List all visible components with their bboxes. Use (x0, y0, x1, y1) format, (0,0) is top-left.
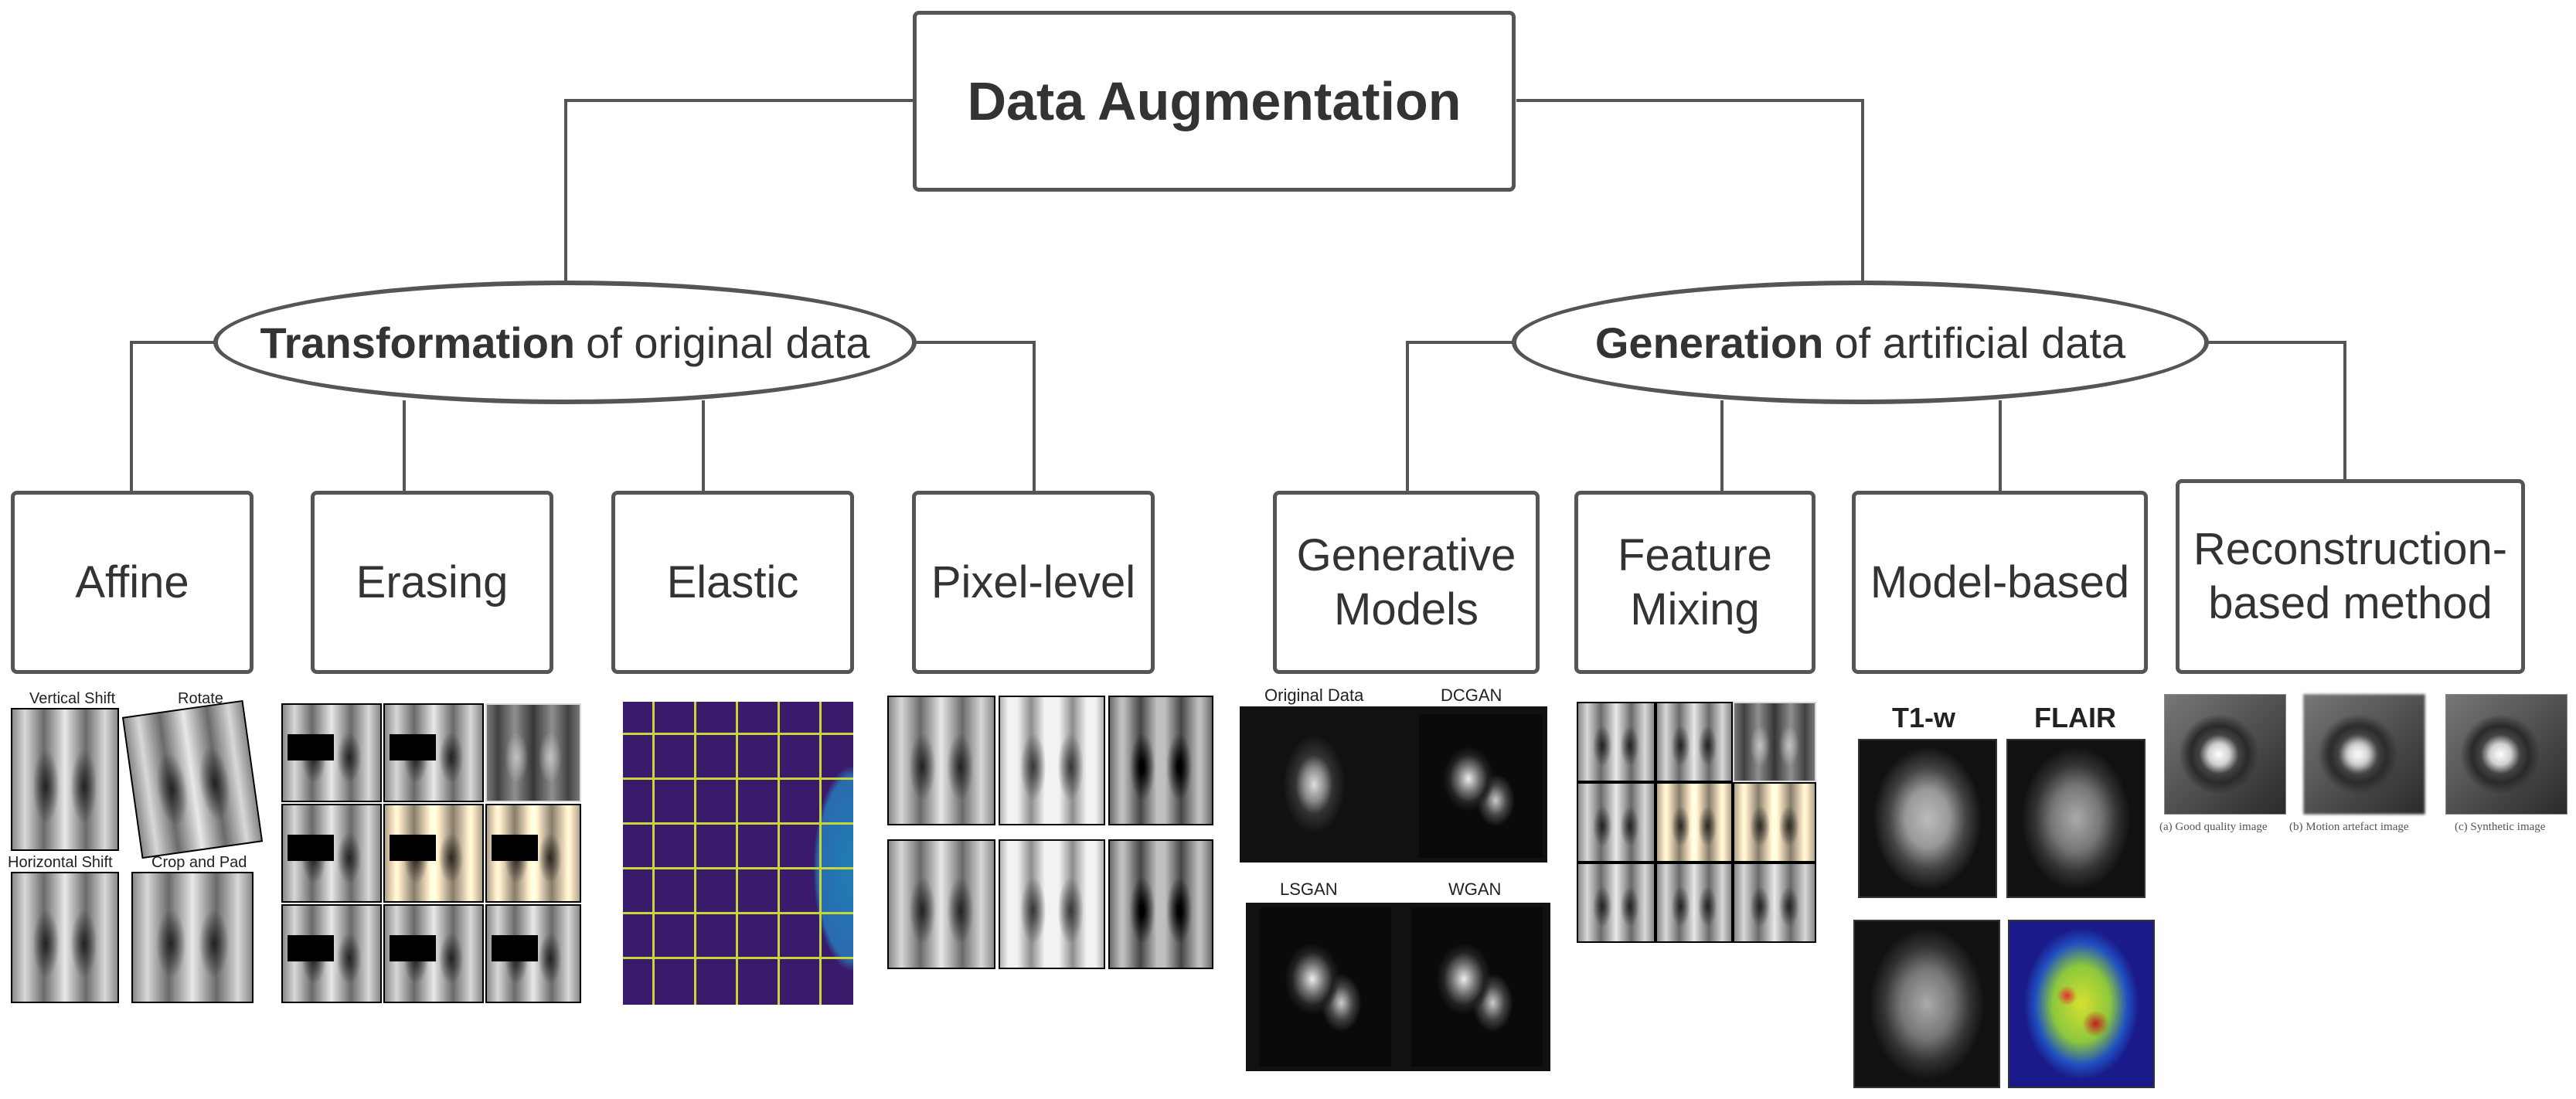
elastic-grid-line (652, 702, 655, 1005)
leaf-affine-label: Affine (75, 556, 189, 607)
leaf-erasing: Erasing (311, 491, 553, 674)
gan-mri-wgan (1411, 907, 1543, 1067)
brain-heatmap (2008, 920, 2155, 1088)
gan-caption-dcgan: DCGAN (1441, 686, 1502, 705)
pixel-xray-2 (999, 696, 1105, 825)
elastic-grid-line (819, 702, 822, 1005)
mri-label-t1w: T1-w (1892, 702, 1956, 733)
leaf-affine: Affine (11, 491, 254, 674)
elastic-grid-line (623, 777, 853, 780)
affine-caption-crop-and-pad: Crop and Pad (151, 854, 247, 871)
elastic-grid-line (778, 702, 780, 1005)
leaf-reconstruction-based-label: Reconstruction-based method (2193, 524, 2508, 628)
elastic-grid-line (623, 733, 853, 735)
recon-caption-c: (c) Synthetic image (2455, 821, 2546, 833)
erase-patch (288, 835, 334, 861)
leaf-feature-mixing-label: Feature Mixing (1618, 529, 1772, 635)
branch-transformation-bold: Transformation (260, 318, 576, 367)
mix-xray-2 (1656, 702, 1733, 782)
mri-label-flair: FLAIR (2034, 702, 2116, 733)
leaf-generative-models-label: Generative Models (1296, 529, 1516, 635)
leaf-pixel-level-label: Pixel-level (931, 556, 1136, 607)
branch-generation-rest: of artificial data (1834, 318, 2126, 367)
gan-mri-lsgan (1260, 907, 1391, 1067)
elastic-grid-line (623, 957, 853, 959)
leaf-erasing-label: Erasing (356, 556, 509, 607)
root-node-data-augmentation: Data Augmentation (913, 11, 1516, 192)
leaf-model-based-label: Model-based (1870, 556, 2130, 607)
mix-xray-9 (1733, 863, 1816, 943)
leaf-pixel-level: Pixel-level (912, 491, 1155, 674)
pixel-xray-5 (999, 839, 1105, 969)
leaf-generative-models: Generative Models (1273, 491, 1540, 674)
elastic-grid-line (736, 702, 738, 1005)
gan-caption-lsgan: LSGAN (1280, 880, 1338, 899)
mix-xray-6 (1733, 782, 1816, 863)
affine-xray-rotate (121, 699, 264, 859)
mix-xray-8 (1656, 863, 1733, 943)
affine-caption-vertical-shift: Vertical Shift (29, 690, 116, 707)
cardiac-synthetic (2445, 694, 2567, 815)
elastic-grid-line (623, 867, 853, 869)
mix-xray-3 (1733, 702, 1816, 782)
affine-xray-horizontal-shift (11, 872, 119, 1003)
recon-caption-a: (a) Good quality image (2159, 821, 2268, 833)
erase-patch (288, 734, 334, 760)
branch-generation: Generation of artificial data (1512, 281, 2209, 404)
erase-patch (390, 935, 436, 961)
elastic-grid-line (623, 822, 853, 825)
erase-patch (390, 835, 436, 861)
elastic-grid-line (694, 702, 696, 1005)
gan-caption-original: Original Data (1264, 686, 1364, 705)
brain-flair-lesions (1853, 920, 2000, 1088)
brain-t1w (1858, 739, 1997, 898)
pixel-xray-4 (887, 839, 995, 969)
gan-caption-wgan: WGAN (1448, 880, 1502, 899)
pixel-xray-3 (1108, 696, 1213, 825)
recon-caption-b: (b) Motion artefact image (2289, 821, 2409, 833)
erasing-xray-3 (485, 703, 581, 802)
brain-flair (2006, 739, 2146, 898)
affine-xray-crop-and-pad (131, 872, 254, 1003)
leaf-elastic: Elastic (611, 491, 854, 674)
erase-patch (390, 734, 436, 760)
branch-transformation-rest: of original data (586, 318, 870, 367)
elastic-deformation-image (623, 702, 853, 1005)
affine-caption-horizontal-shift: Horizontal Shift (8, 854, 113, 871)
pixel-xray-1 (887, 696, 995, 825)
gan-mri-original (1268, 714, 1371, 855)
root-title: Data Augmentation (967, 71, 1462, 131)
branch-transformation: Transformation of original data (213, 281, 917, 404)
pixel-xray-6 (1108, 839, 1213, 969)
erase-patch (492, 935, 538, 961)
affine-xray-vertical-shift (11, 708, 119, 851)
mix-xray-5 (1656, 782, 1733, 863)
cardiac-good-quality (2164, 694, 2286, 815)
affine-caption-rotate: Rotate (178, 690, 223, 707)
mix-xray-1 (1577, 702, 1656, 782)
leaf-feature-mixing: Feature Mixing (1574, 491, 1815, 674)
erase-patch (288, 935, 334, 961)
gan-mri-dcgan (1419, 714, 1543, 858)
elastic-grid-line (623, 912, 853, 914)
erase-patch (492, 835, 538, 861)
branch-generation-bold: Generation (1594, 318, 1824, 367)
mix-xray-4 (1577, 782, 1656, 863)
leaf-elastic-label: Elastic (666, 556, 799, 607)
mix-xray-7 (1577, 863, 1656, 943)
cardiac-motion-artefact (2303, 694, 2425, 815)
leaf-model-based: Model-based (1852, 491, 2148, 674)
leaf-reconstruction-based: Reconstruction-based method (2176, 479, 2525, 674)
